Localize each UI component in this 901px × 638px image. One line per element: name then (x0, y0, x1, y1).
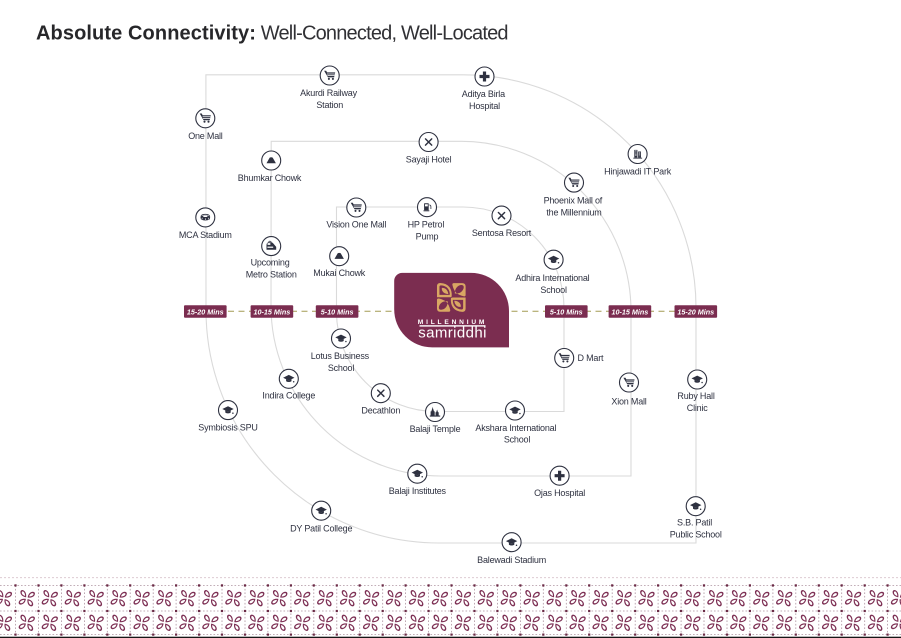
svg-text:Ojas Hospital: Ojas Hospital (534, 488, 585, 498)
svg-text:Bhumkar Chowk: Bhumkar Chowk (238, 173, 302, 183)
svg-text:10-15 Mins: 10-15 Mins (612, 308, 649, 317)
svg-text:Akurdi Railway Station: Akurdi Railway Station (300, 88, 359, 110)
svg-text:Lotus Business School: Lotus Business School (311, 351, 372, 373)
svg-text:DY Patil College: DY Patil College (290, 524, 352, 534)
svg-text:MCA Stadium: MCA Stadium (179, 230, 232, 240)
svg-text:15-20 Mins: 15-20 Mins (677, 308, 714, 317)
svg-text:Vision One Mall: Vision One Mall (326, 220, 386, 230)
svg-text:HP Petrol Pump: HP Petrol Pump (408, 220, 447, 242)
svg-text:Phoenix Mall of the Millennium: Phoenix Mall of the Millennium (544, 196, 605, 218)
svg-text:Akshara International School: Akshara International School (475, 423, 558, 445)
svg-text:MILLENNIUM: MILLENNIUM (418, 319, 487, 326)
svg-text:samriddhi: samriddhi (418, 325, 487, 342)
svg-text:Ruby Hall Clinic: Ruby Hall Clinic (677, 391, 717, 413)
svg-text:Adhira International School: Adhira International School (515, 273, 591, 295)
svg-text:Balewadi Stadium: Balewadi Stadium (477, 555, 546, 565)
svg-text:Symbiosis SPU: Symbiosis SPU (198, 422, 257, 432)
svg-text:Balaji Institutes: Balaji Institutes (389, 486, 447, 496)
svg-text:5-10 Mins: 5-10 Mins (321, 308, 354, 317)
svg-text:Mukai Chowk: Mukai Chowk (313, 268, 366, 278)
svg-text:Hinjawadi IT Park: Hinjawadi IT Park (604, 167, 672, 177)
svg-text:Balaji Temple: Balaji Temple (410, 424, 461, 434)
svg-text:5-10 Mins: 5-10 Mins (550, 308, 583, 317)
svg-text:Decathlon: Decathlon (361, 406, 400, 416)
svg-text:Indira College: Indira College (262, 391, 315, 401)
svg-text:10-15 Mins: 10-15 Mins (254, 308, 291, 317)
svg-text:Sentosa Resort: Sentosa Resort (472, 228, 532, 238)
svg-text:Absolute Connectivity: Well-Co: Absolute Connectivity: Well-Connected, W… (36, 23, 508, 45)
svg-text:Xion Mall: Xion Mall (611, 397, 646, 407)
svg-text:Sayaji Hotel: Sayaji Hotel (406, 155, 452, 165)
svg-text:Upcoming Metro Station: Upcoming Metro Station (246, 258, 297, 280)
svg-text:One Mall: One Mall (188, 131, 223, 141)
svg-text:Aditya Birla Hospital: Aditya Birla Hospital (462, 89, 507, 111)
svg-text:S.B. Patil Public School: S.B. Patil Public School (670, 518, 722, 540)
svg-text:D Mart: D Mart (578, 353, 604, 363)
svg-text:15-20 Mins: 15-20 Mins (187, 308, 224, 317)
